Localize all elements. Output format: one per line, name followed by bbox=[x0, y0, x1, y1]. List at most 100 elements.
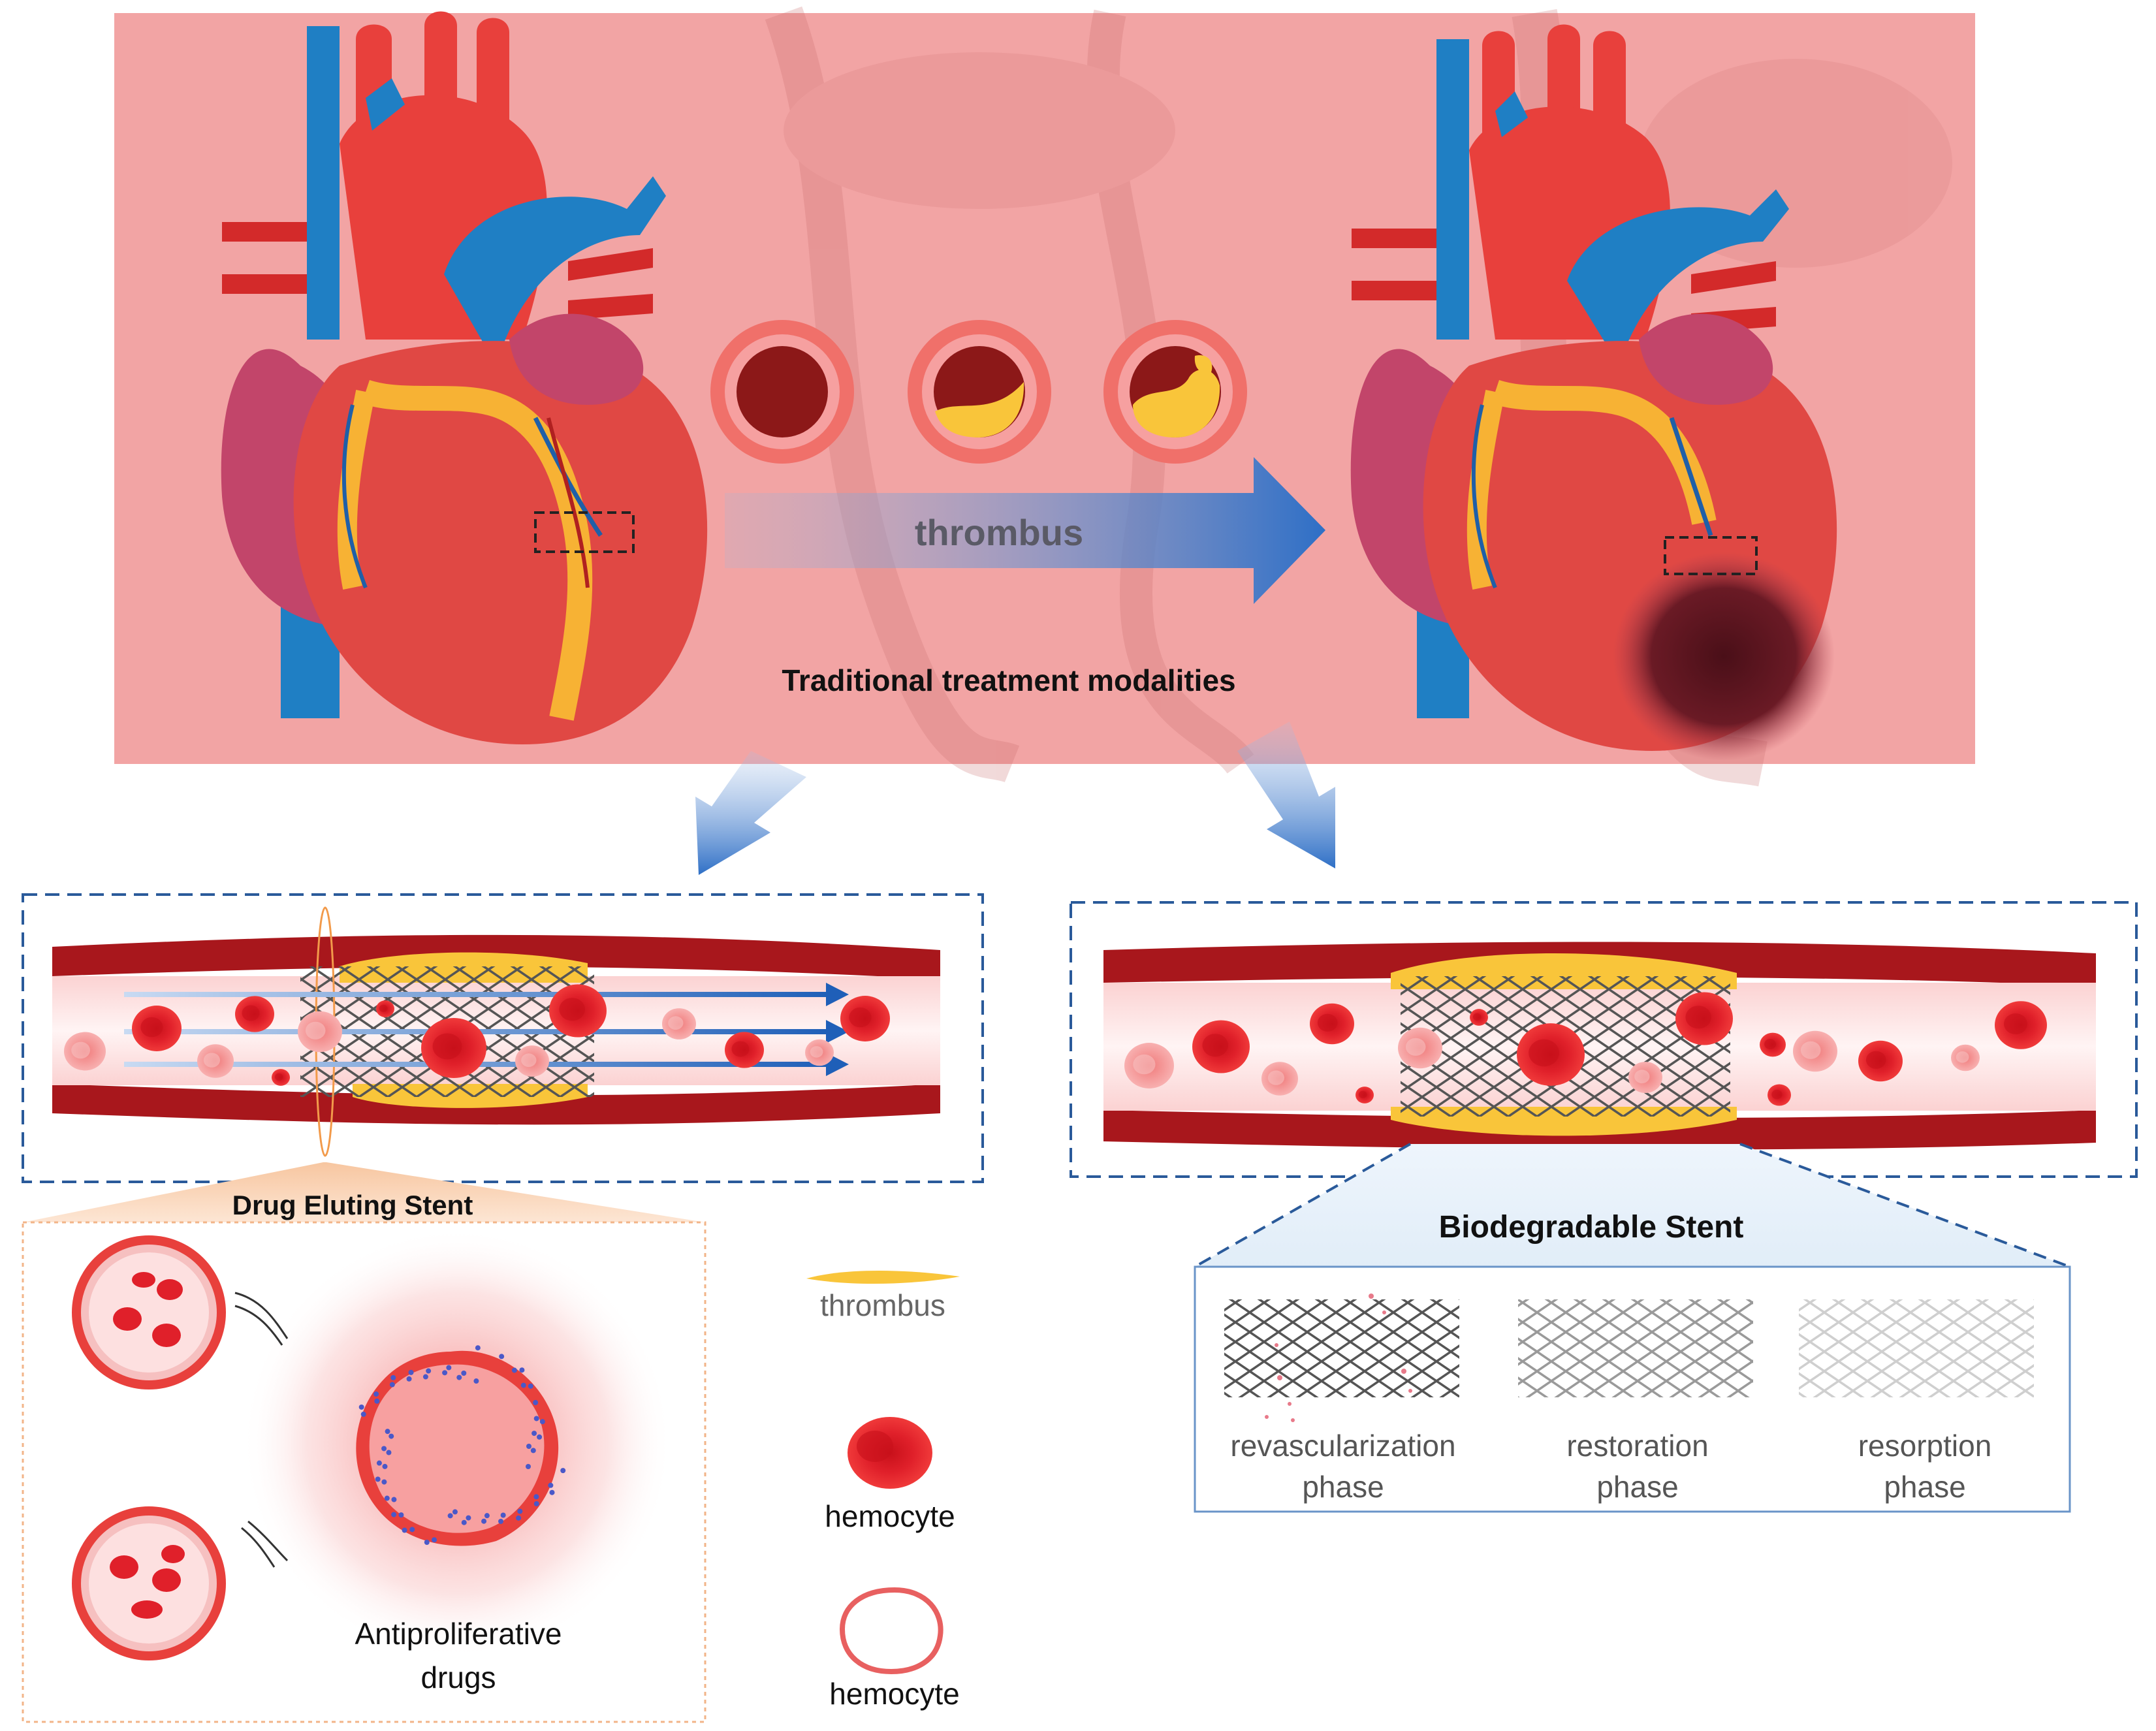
stent-restoration-phase bbox=[1518, 1299, 1753, 1397]
drug-particle bbox=[498, 1518, 504, 1524]
drug-particle bbox=[381, 1479, 387, 1485]
des-detail-frame bbox=[22, 1221, 706, 1723]
red-blood-cell bbox=[64, 1032, 106, 1071]
drug-particle bbox=[511, 1367, 517, 1373]
legend-thrombus-label: thrombus bbox=[820, 1288, 945, 1322]
des-zoom-wedge bbox=[23, 1162, 705, 1222]
phase-3-line1: resorption bbox=[1858, 1429, 1992, 1463]
top-panel: thrombus Traditional treatment m bbox=[114, 6, 1975, 787]
thrombus-progression-arrow bbox=[725, 457, 1325, 604]
drug-particle bbox=[461, 1519, 467, 1525]
red-blood-cell bbox=[421, 1018, 486, 1078]
lesion-dashed-box bbox=[534, 511, 635, 553]
legend: thrombus hemocyte hemocyte bbox=[806, 1270, 960, 1711]
red-blood-cell bbox=[1310, 1003, 1354, 1045]
phase-2-line2: phase bbox=[1596, 1470, 1678, 1504]
red-blood-cell bbox=[515, 1045, 549, 1077]
down-arrow-left bbox=[695, 751, 806, 875]
drug-particle bbox=[456, 1374, 462, 1380]
drug-particle bbox=[360, 1411, 366, 1417]
red-blood-cell bbox=[1398, 1027, 1442, 1069]
red-blood-cell bbox=[1124, 1043, 1174, 1088]
drug-particle bbox=[447, 1513, 453, 1519]
drug-particle bbox=[517, 1508, 523, 1514]
drug-particle bbox=[381, 1446, 387, 1452]
red-blood-cell bbox=[1760, 1032, 1786, 1057]
drugs-label-line2: drugs bbox=[420, 1660, 496, 1694]
drug-particle bbox=[424, 1540, 430, 1546]
drug-particle bbox=[382, 1463, 388, 1469]
bds-blood-cells bbox=[1124, 992, 2047, 1106]
drug-particle bbox=[461, 1371, 467, 1376]
drug-particle bbox=[466, 1515, 471, 1521]
red-blood-cell bbox=[1355, 1087, 1374, 1104]
drug-particle bbox=[549, 1489, 555, 1495]
legend-hemocyte-red-label: hemocyte bbox=[825, 1499, 955, 1533]
drug-particle bbox=[385, 1429, 390, 1435]
red-blood-cell bbox=[1858, 1040, 1903, 1082]
drug-particle bbox=[484, 1513, 490, 1519]
drug-particle bbox=[528, 1383, 533, 1389]
des-title: Drug Eluting Stent bbox=[232, 1190, 473, 1220]
des-vessel-panel bbox=[22, 893, 984, 1183]
phase-1-line1: revascularization bbox=[1230, 1429, 1455, 1463]
red-blood-cell bbox=[1768, 1084, 1791, 1106]
red-blood-cell bbox=[1675, 992, 1733, 1045]
drug-particle bbox=[525, 1464, 531, 1470]
drug-particle bbox=[526, 1444, 531, 1449]
vessel-cross-section-large bbox=[356, 1345, 566, 1546]
drug-particle bbox=[519, 1367, 525, 1373]
drug-particle bbox=[402, 1527, 407, 1533]
red-blood-cell bbox=[197, 1044, 234, 1078]
stent-resorption-phase bbox=[1799, 1299, 2034, 1397]
phase-3-line2: phase bbox=[1884, 1470, 1965, 1504]
drug-particle bbox=[533, 1400, 539, 1406]
stent-revascularization-phase bbox=[1224, 1299, 1459, 1397]
drug-particle bbox=[452, 1509, 458, 1515]
drug-particle bbox=[481, 1518, 487, 1524]
des-blood-cells bbox=[64, 984, 890, 1086]
vessel-cross-sections bbox=[710, 320, 1247, 464]
red-blood-cell bbox=[298, 1011, 342, 1053]
drug-particle bbox=[533, 1494, 539, 1500]
drug-particle bbox=[358, 1404, 364, 1410]
drug-particle bbox=[500, 1512, 506, 1518]
red-blood-cell bbox=[1793, 1030, 1837, 1072]
red-blood-cell bbox=[549, 984, 607, 1038]
drug-particle bbox=[375, 1476, 381, 1482]
bds-title: Biodegradable Stent bbox=[1439, 1210, 1744, 1245]
bds-detail-panel: Biodegradable Stent revascularization ph… bbox=[1194, 1143, 2071, 1513]
red-blood-cell bbox=[725, 1032, 764, 1068]
drug-particle bbox=[533, 1416, 539, 1421]
drug-particle bbox=[531, 1431, 537, 1437]
blood-flow-arrow bbox=[124, 983, 849, 1006]
red-blood-cell bbox=[1995, 1001, 2047, 1049]
drug-particle bbox=[391, 1497, 397, 1502]
drug-particle bbox=[499, 1354, 505, 1359]
red-blood-cell bbox=[1470, 1009, 1488, 1026]
drug-particle bbox=[548, 1482, 554, 1488]
thrombus-arrow-label: thrombus bbox=[915, 512, 1083, 553]
red-blood-cell bbox=[376, 1000, 394, 1017]
drug-particle bbox=[409, 1527, 415, 1532]
red-blood-cell bbox=[132, 1006, 182, 1051]
drug-particle bbox=[374, 1398, 380, 1404]
drug-particle bbox=[390, 1374, 396, 1380]
phase-1-line2: phase bbox=[1302, 1470, 1384, 1504]
drug-particle bbox=[533, 1501, 539, 1506]
drug-particle bbox=[442, 1370, 448, 1376]
red-blood-cell bbox=[840, 996, 890, 1041]
red-blood-cell bbox=[662, 1008, 696, 1040]
small-vessel-bottom bbox=[72, 1506, 289, 1660]
occlusion-dashed-box bbox=[1664, 536, 1758, 575]
drug-particle bbox=[386, 1450, 392, 1455]
red-blood-cell bbox=[1261, 1062, 1298, 1096]
drug-particle bbox=[388, 1433, 394, 1439]
drug-particle bbox=[398, 1512, 404, 1518]
red-blood-cell bbox=[235, 996, 274, 1032]
bds-zoom-wedge bbox=[1195, 1144, 2070, 1267]
drug-particle bbox=[408, 1369, 414, 1375]
revascularization-drug-dots bbox=[1265, 1294, 1412, 1422]
drug-particle bbox=[516, 1515, 522, 1521]
small-vessel-top bbox=[72, 1235, 289, 1390]
